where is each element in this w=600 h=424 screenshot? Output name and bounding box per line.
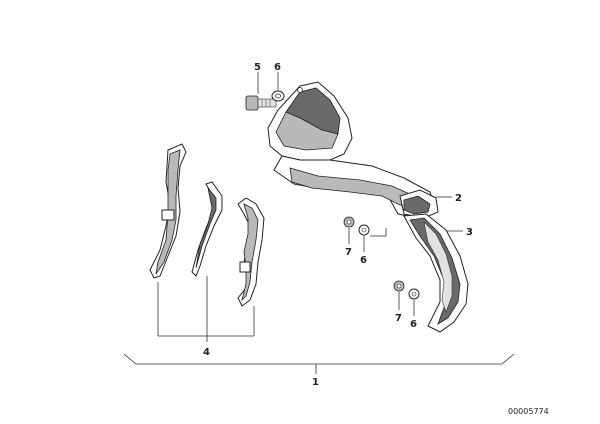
callout-5: 5	[254, 62, 261, 73]
callout-6-mid: 6	[360, 255, 367, 266]
leader-lines	[123, 72, 515, 374]
washer-part-6-mid	[358, 224, 370, 236]
trim-strip-left	[149, 143, 187, 279]
trim-strip-right	[237, 197, 265, 307]
screw-part-5	[245, 95, 277, 111]
callout-6-top: 6	[274, 62, 281, 73]
nut-part-7-low	[393, 280, 405, 292]
washer-part-6-low	[408, 288, 420, 300]
fairing-panel-part-2	[267, 81, 439, 219]
callout-6-low: 6	[410, 319, 417, 330]
nut-part-7-mid	[343, 216, 355, 228]
callout-1: 1	[312, 377, 319, 388]
callout-2: 2	[455, 193, 462, 204]
trim-strip-center	[191, 181, 223, 277]
callout-7-mid: 7	[345, 247, 352, 258]
document-number: 00005774	[508, 407, 549, 416]
callout-4: 4	[203, 347, 210, 358]
fairing-panel-part-3	[403, 213, 469, 333]
callout-7-low: 7	[395, 313, 402, 324]
callout-3: 3	[466, 227, 473, 238]
washer-part-6-top	[271, 87, 303, 102]
